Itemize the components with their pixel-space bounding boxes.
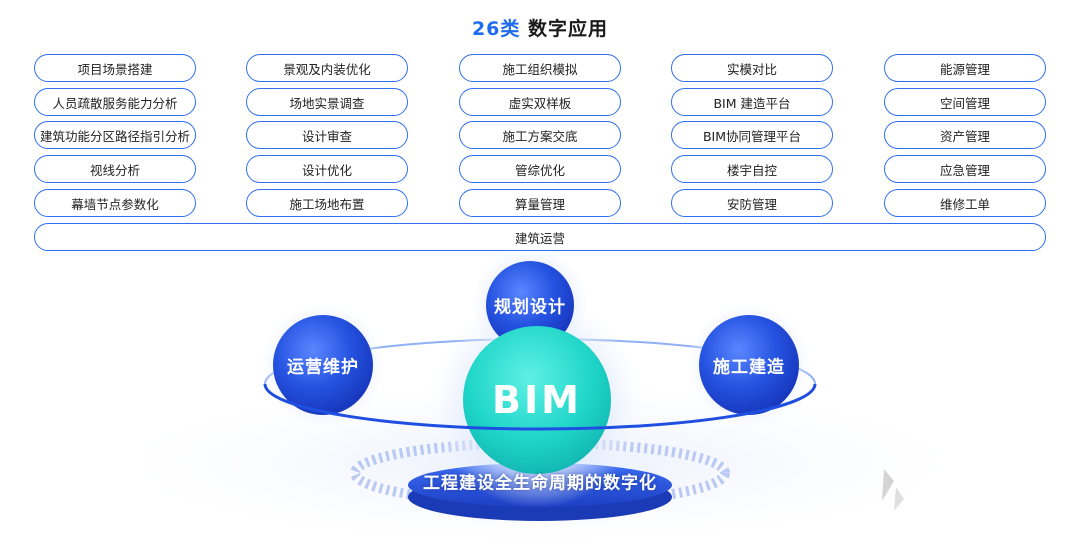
app-pill[interactable]: 项目场景搭建 [34,54,196,82]
app-pill[interactable]: 楼宇自控 [671,155,833,183]
operation-maintenance-label: 运营维护 [287,357,359,378]
app-pill[interactable]: 设计优化 [246,155,408,183]
orbit-front [263,383,817,431]
app-pill[interactable]: 人员疏散服务能力分析 [34,88,196,116]
bim-center-label: BIM [492,378,582,422]
top-bubble [486,261,574,349]
app-pill[interactable]: 应急管理 [884,155,1046,183]
construction-label: 施工建造 [713,357,785,378]
app-pill[interactable]: 安防管理 [671,189,833,217]
app-pill[interactable]: 场地实景调查 [246,88,408,116]
app-pill[interactable]: 资产管理 [884,121,1046,149]
app-pill[interactable]: 管综优化 [459,155,621,183]
app-pill[interactable]: 建筑功能分区路径指引分析 [34,121,196,149]
app-pill[interactable]: 空间管理 [884,88,1046,116]
app-count: 26类 [471,18,521,40]
center-bubble [463,326,611,474]
app-pill[interactable]: 视线分析 [34,155,196,183]
right-bubble [699,315,799,415]
app-pill[interactable]: 算量管理 [459,189,621,217]
app-pill[interactable]: 施工组织模拟 [459,54,621,82]
title-text: 数字应用 [528,18,609,40]
app-pill[interactable]: BIM协同管理平台 [671,121,833,149]
bim-lifecycle-diagram [120,255,960,543]
app-pill-building-operation[interactable]: 建筑运营 [34,223,1046,251]
section-title: 26类 数字应用 [0,14,1080,41]
app-pill[interactable]: 施工方案交底 [459,121,621,149]
watermark-icon [882,469,904,511]
app-pill[interactable]: 景观及内装优化 [246,54,408,82]
app-pill[interactable]: 设计审查 [246,121,408,149]
app-pill[interactable]: 虚实双样板 [459,88,621,116]
app-pill[interactable]: BIM 建造平台 [671,88,833,116]
app-pill[interactable]: 实模对比 [671,54,833,82]
left-bubble [273,315,373,415]
lifecycle-caption: 工程建设全生命周期的数字化 [423,473,657,494]
app-pill[interactable]: 施工场地布置 [246,189,408,217]
app-pill[interactable]: 维修工单 [884,189,1046,217]
planning-design-label: 规划设计 [494,297,566,318]
app-pill[interactable]: 能源管理 [884,54,1046,82]
app-pill[interactable]: 幕墙节点参数化 [34,189,196,217]
